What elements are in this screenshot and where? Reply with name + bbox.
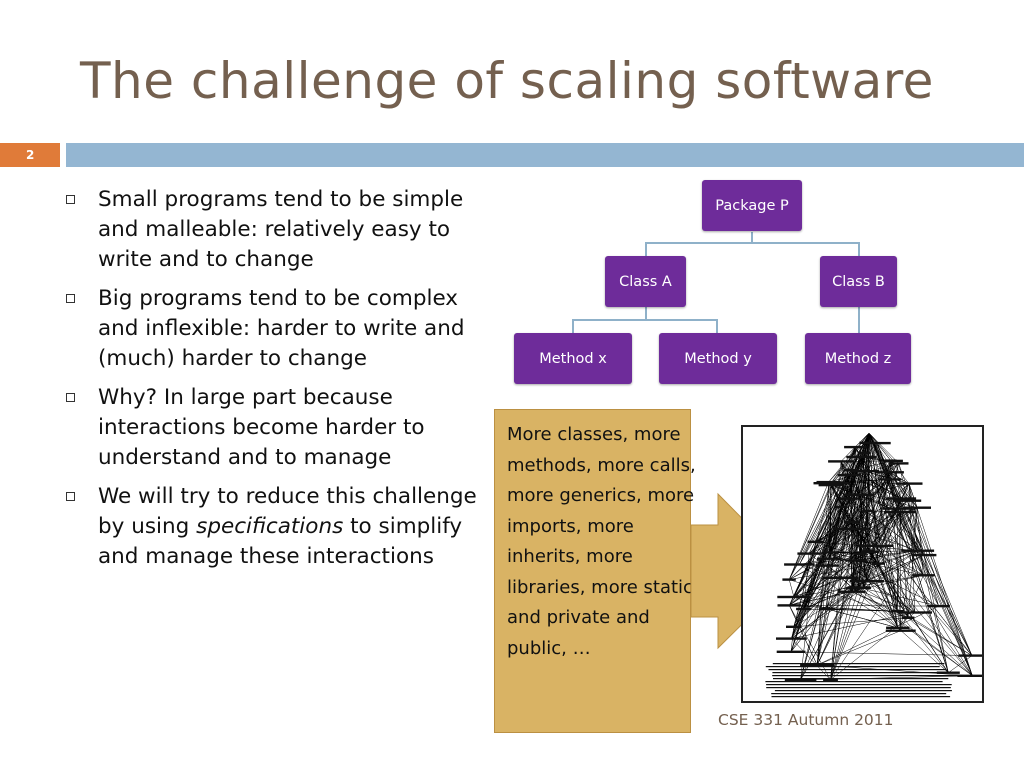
bullet-square-icon — [66, 492, 75, 501]
connector-to-class-a — [645, 242, 647, 257]
bullet-item: Why? In large part because interactions … — [60, 383, 490, 473]
bullet-text-post: to simplify and manage these interaction… — [98, 514, 463, 569]
callout-box — [494, 409, 691, 733]
bullet-square-icon — [66, 393, 75, 402]
connector-to-method-y — [716, 319, 718, 333]
bullet-list: Small programs tend to be simple and mal… — [60, 185, 490, 581]
footer-text: CSE 331 Autumn 2011 — [718, 711, 894, 729]
bullet-text-emphasis: specifications — [196, 514, 344, 539]
bullet-square-icon — [66, 294, 75, 303]
connector-to-method-x — [572, 319, 574, 333]
bullet-item: Small programs tend to be simple and mal… — [60, 185, 490, 275]
dependency-graph-drawing — [765, 432, 982, 698]
graph-edges — [788, 432, 973, 681]
connector-class-a-down — [645, 307, 647, 320]
node-method-x: Method x — [514, 333, 632, 384]
slide-title: The challenge of scaling software — [80, 52, 934, 110]
connector-level1-bar — [645, 242, 859, 244]
bullet-item: Big programs tend to be complex and infl… — [60, 284, 490, 374]
node-class-a: Class A — [605, 256, 686, 307]
callout-text: More classes, more methods, more calls, … — [507, 424, 696, 659]
header-bar — [66, 143, 1024, 167]
node-method-z: Method z — [805, 333, 911, 384]
bullet-item: We will try to reduce this challenge by … — [60, 482, 490, 572]
bullet-text: Why? In large part because interactions … — [98, 385, 425, 470]
bullet-text: Big programs tend to be complex and infl… — [98, 286, 465, 371]
connector-level2-bar — [572, 319, 718, 321]
dependency-graph-image — [741, 425, 984, 703]
node-package-p: Package P — [702, 180, 802, 231]
bullet-text-pre: We will try to reduce this challenge by … — [98, 484, 477, 539]
node-class-b: Class B — [820, 256, 897, 307]
connector-to-method-z — [858, 307, 860, 333]
slide-number: 2 — [0, 143, 60, 167]
node-method-y: Method y — [659, 333, 777, 384]
connector-root-down — [751, 232, 753, 243]
graph-node-labels — [765, 441, 982, 698]
connector-to-class-b — [858, 242, 860, 257]
bullet-square-icon — [66, 195, 75, 204]
bullet-text: Small programs tend to be simple and mal… — [98, 187, 464, 272]
